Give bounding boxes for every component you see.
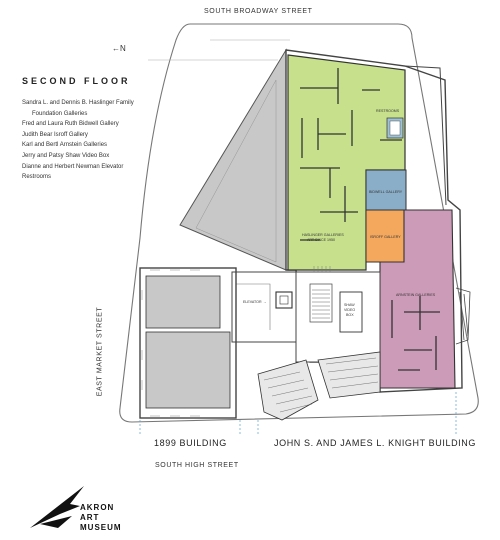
room-label-elevator: ELEVATOR [243,300,262,304]
connector-hatch [313,266,331,272]
site-boundary [119,23,479,423]
east-facade-fins [455,287,471,345]
room-label-isroff: ISROFF GALLERY [370,235,401,239]
haslinger-walls [300,68,402,241]
room-label-restrooms: RESTROOMS [376,109,400,113]
bridge-step [236,283,271,330]
room-label-shaw-box: BOX [346,313,354,317]
legend-item: Fred and Laura Ruth Bidwell Gallery [22,121,119,128]
arnstein-walls [391,296,440,371]
canopy-hatch [263,357,379,413]
legend-item: Karl and Bertl Arnstein Galleries [22,142,108,149]
floor-title: SECOND FLOOR [22,76,131,86]
stair-outline [309,283,333,323]
elevator-car [279,295,289,305]
akron-art-museum-logo-mark [30,486,84,528]
street-label-south: SOUTH HIGH STREET [155,462,239,469]
legend-item: Foundation Galleries [32,110,88,117]
circulation-area [295,271,381,363]
room-label-haslinger-sub: ART SINCE 1950 [307,238,335,242]
logo-text-art: ART [80,513,100,522]
stair-treads [312,289,330,319]
building-1899-outline [139,267,237,419]
logo-text-akron: AKRON [80,503,115,512]
room-label-shaw-video: VIDEO [344,308,355,312]
legend-item: Restrooms [22,174,52,181]
roof-wedge [179,48,287,271]
bridge-connector [231,271,297,343]
elevator-shaft [275,291,293,309]
north-arrow: ←N [112,44,126,53]
isroff-gallery [365,209,405,263]
building-label-knight: JOHN S. AND JAMES L. KNIGHT BUILDING [274,438,476,448]
building-extent-markers [139,392,457,436]
street-label-north: SOUTH BROADWAY STREET [204,8,313,15]
room-label-arnstein: ARNSTEIN GALLERIES [396,293,436,297]
bidwell-gallery [365,169,407,211]
legend-item: Jerry and Patsy Shaw Video Box [22,152,110,159]
east-wing [404,65,447,206]
gallery-legend: Sandra L. and Dennis B. Haslinger Family… [22,98,134,183]
south-canopy [257,351,381,421]
restrooms-fixture [389,120,401,136]
building-1899-south-roof [145,331,231,409]
building-1899-windows [141,269,200,417]
logo-text-museum: MUSEUM [80,523,122,532]
legend-item: Judith Bear Isroff Gallery [22,131,88,138]
room-label-haslinger: HASLINGER GALLERIES [302,233,344,237]
room-label-bidwell: BIDWELL GALLERY [369,190,403,194]
shaw-video-box [339,291,363,333]
building-label-1899: 1899 BUILDING [154,438,227,448]
elevator-arrow: → [263,300,267,304]
building-1899-north-roof [145,275,221,329]
legend-item: Dianne and Herbert Newman Elevator [22,163,124,170]
legend-item: Sandra L. and Dennis B. Haslinger Family [22,100,134,106]
room-label-shaw: SHAW [344,303,355,307]
roof-wedge-inner [195,79,277,263]
